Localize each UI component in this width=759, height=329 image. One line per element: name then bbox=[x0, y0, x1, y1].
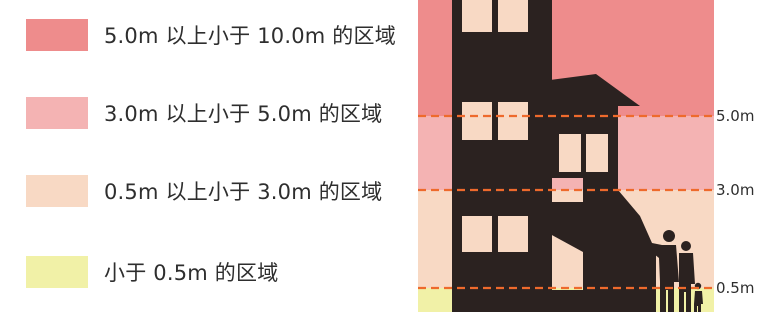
legend-item-0.5-to-3m: 0.5m 以上小于 3.0m 的区域 bbox=[26, 173, 382, 209]
legend-swatch bbox=[26, 175, 88, 207]
level-label-5m: 5.0m bbox=[716, 107, 754, 125]
legend-swatch bbox=[26, 19, 88, 51]
level-label-3m: 3.0m bbox=[716, 181, 754, 199]
level-label-0.5m: 0.5m bbox=[716, 279, 754, 297]
legend-swatch bbox=[26, 256, 88, 288]
legend-panel: 5.0m 以上小于 10.0m 的区域 3.0m 以上小于 5.0m 的区域 0… bbox=[26, 17, 396, 290]
tall-building bbox=[452, 0, 552, 312]
house bbox=[550, 74, 656, 312]
legend-label: 0.5m 以上小于 3.0m 的区域 bbox=[104, 180, 383, 204]
legend-item-3-to-5m: 3.0m 以上小于 5.0m 的区域 bbox=[26, 95, 382, 131]
level-lines bbox=[418, 114, 714, 290]
legend-item-under-0.5m: 小于 0.5m 的区域 bbox=[26, 254, 278, 290]
legend-label: 5.0m 以上小于 10.0m 的区域 bbox=[104, 24, 396, 48]
legend-label: 3.0m 以上小于 5.0m 的区域 bbox=[104, 102, 383, 126]
people-figures bbox=[644, 230, 703, 312]
legend-item-5-to-10m: 5.0m 以上小于 10.0m 的区域 bbox=[26, 17, 396, 53]
flood-depth-diagram: 5.0m 3.0m 0.5m bbox=[418, 0, 754, 312]
legend-swatch bbox=[26, 97, 88, 129]
legend-label: 小于 0.5m 的区域 bbox=[104, 261, 279, 285]
